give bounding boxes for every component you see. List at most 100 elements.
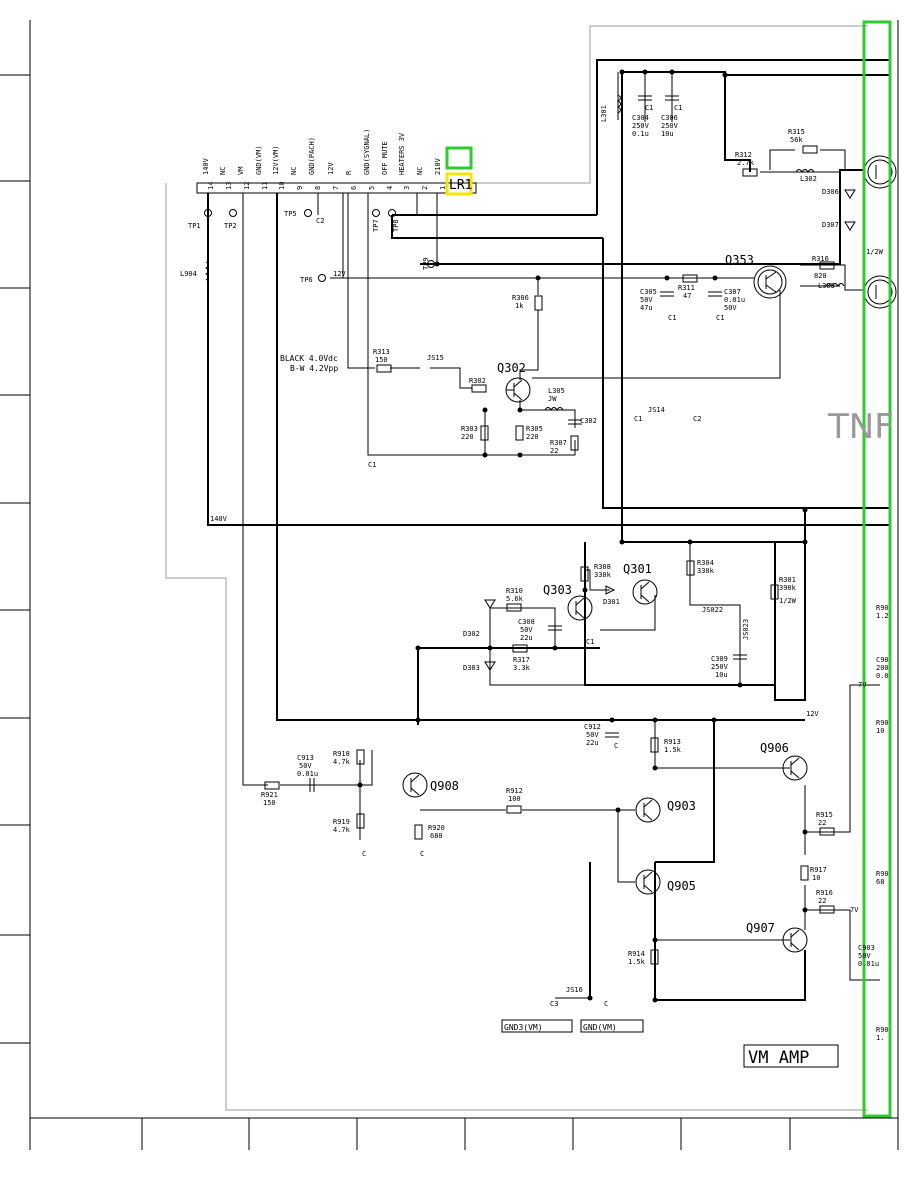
c304-l0: C304 xyxy=(632,114,649,122)
edge-10: 50V xyxy=(858,952,871,960)
d306-label: D306 xyxy=(822,188,839,196)
component-labels: L904 L301 C304 250V 0.1u C306 250V 10u R… xyxy=(180,105,839,994)
page-frame xyxy=(0,20,899,1150)
r305-l1: 220 xyxy=(526,433,539,441)
d302-label: D302 xyxy=(463,630,480,638)
r315-l0: R315 xyxy=(788,128,805,136)
r306-l1: 1k xyxy=(515,302,524,310)
c305-l2: 47u xyxy=(640,304,653,312)
test-point-labels: TP1 TP2 TP5 TP6 TP7 TP8 TP9 xyxy=(188,210,430,284)
r313-l1: 150 xyxy=(375,356,388,364)
pin-3-num: 3 xyxy=(403,186,411,190)
tp8-label: TP8 xyxy=(392,219,400,232)
r310-l0: R310 xyxy=(506,587,523,595)
r302-label: R302 xyxy=(469,377,486,385)
d307-label: D307 xyxy=(822,221,839,229)
r916-l0: R916 xyxy=(816,889,833,897)
pin-9-num: 9 xyxy=(296,186,304,190)
gnd-c1-g: C1 xyxy=(586,638,594,646)
partial-label: TNF xyxy=(827,407,894,447)
q907-label: Q907 xyxy=(746,921,775,935)
c304-l1: 250V xyxy=(632,122,650,130)
c309-l2: 10u xyxy=(715,671,728,679)
edge-5: R90 xyxy=(876,719,889,727)
tp2-label: TP2 xyxy=(224,222,237,230)
c912-l2: 22u xyxy=(586,739,599,747)
js022-label: JS022 xyxy=(702,606,723,614)
resistor-symbols xyxy=(264,145,835,965)
pin-8-num: 8 xyxy=(314,186,322,190)
gnd-c3: C3 xyxy=(550,1000,558,1008)
q353-label: Q353 xyxy=(725,253,754,267)
c913-l2: 0.01u xyxy=(297,770,318,778)
tp7-label: TP7 xyxy=(372,219,380,232)
thin-wires xyxy=(242,72,880,999)
tp9-label: TP9 xyxy=(422,257,430,270)
gnd-c1-c: C1 xyxy=(668,314,676,322)
connector-pin-numbers: 14 13 12 11 10 9 8 7 6 5 4 3 2 1 xyxy=(207,182,447,190)
pin-13-num: 13 xyxy=(225,182,233,190)
pin-14-num: 14 xyxy=(207,182,215,190)
c308-l2: 22u xyxy=(520,634,533,642)
r308-l1: 330k xyxy=(594,571,612,579)
pin-3-name: HEATERS 3V xyxy=(398,132,406,175)
q903-label: Q903 xyxy=(667,799,696,813)
c307-l1: 0.01u xyxy=(724,296,745,304)
l305-l0: L305 xyxy=(548,387,565,395)
highlight-green-small xyxy=(445,146,473,170)
edge-7: R90 xyxy=(876,870,889,878)
wires xyxy=(207,59,890,1001)
c304-l2: 0.1u xyxy=(632,130,649,138)
edge-11: 0.01u xyxy=(858,960,879,968)
r305-l0: R305 xyxy=(526,425,543,433)
r915-l1: 22 xyxy=(818,819,826,827)
pin-13-name: NC xyxy=(219,167,227,175)
r916-l1: 22 xyxy=(818,897,826,905)
c307-l0: C307 xyxy=(724,288,741,296)
r917-l0: R917 xyxy=(810,866,827,874)
v12-tp6-note: 12V xyxy=(333,270,346,278)
ground-labels: C1 C1 C2 C1 C1 C1 C1 C2 C1 C C C C3 C xyxy=(316,104,724,1008)
r921-l1: 150 xyxy=(263,799,276,807)
pin-14-name: 140V xyxy=(202,157,210,175)
r307-l1: 22 xyxy=(550,447,558,455)
r920-l1: 680 xyxy=(430,832,443,840)
pin-8-name: GND(PACH) xyxy=(308,137,316,175)
tp6-label: TP6 xyxy=(300,276,313,284)
edge-9: C903 xyxy=(858,944,875,952)
edge-2: C90 xyxy=(876,656,889,664)
r316-l0: R316 xyxy=(812,255,829,263)
r310-l1: 5.6k xyxy=(506,595,524,603)
gnd-c2-a: C2 xyxy=(316,217,324,225)
c309-l1: 250V xyxy=(711,663,729,671)
q303-label: Q303 xyxy=(543,583,572,597)
edge-8: 68 xyxy=(876,878,884,886)
pin-11-name: GND(VM) xyxy=(255,145,263,175)
r315-l1: 56k xyxy=(790,136,803,144)
pin-10-name: 12V(VM) xyxy=(272,145,280,175)
r915-l0: R915 xyxy=(816,811,833,819)
pin-6-num: 6 xyxy=(350,186,358,190)
highlight-green-column xyxy=(862,20,892,1118)
r917-l1: 10 xyxy=(812,874,820,882)
transistor-labels: Q302 Q353 Q303 Q301 Q906 Q908 Q903 Q905 … xyxy=(430,253,789,935)
gnd-c-b: C xyxy=(362,850,366,858)
pin-7-num: 7 xyxy=(332,186,340,190)
v140-note: 140V xyxy=(210,515,228,523)
v7-bottom-note: 7V xyxy=(850,906,859,914)
q301-label: Q301 xyxy=(623,562,652,576)
gnd-c1-d: C1 xyxy=(716,314,724,322)
c302-label: C302 xyxy=(580,417,597,425)
right-edge-labels: R90 1.2 C90 200 0.0 R90 10 R90 68 C903 5… xyxy=(858,604,889,1042)
edge-13: 1. xyxy=(876,1034,884,1042)
pin-12-num: 12 xyxy=(243,182,251,190)
pin-4-num: 4 xyxy=(386,186,394,190)
r311-l0: R311 xyxy=(678,284,695,292)
l301-label: L301 xyxy=(600,105,608,122)
c912-l1: 50V xyxy=(586,731,599,739)
r312-l0: R312 xyxy=(735,151,752,159)
edge-1: 1.2 xyxy=(876,612,889,620)
r303-l0: R303 xyxy=(461,425,478,433)
js16-label: JS16 xyxy=(566,986,583,994)
